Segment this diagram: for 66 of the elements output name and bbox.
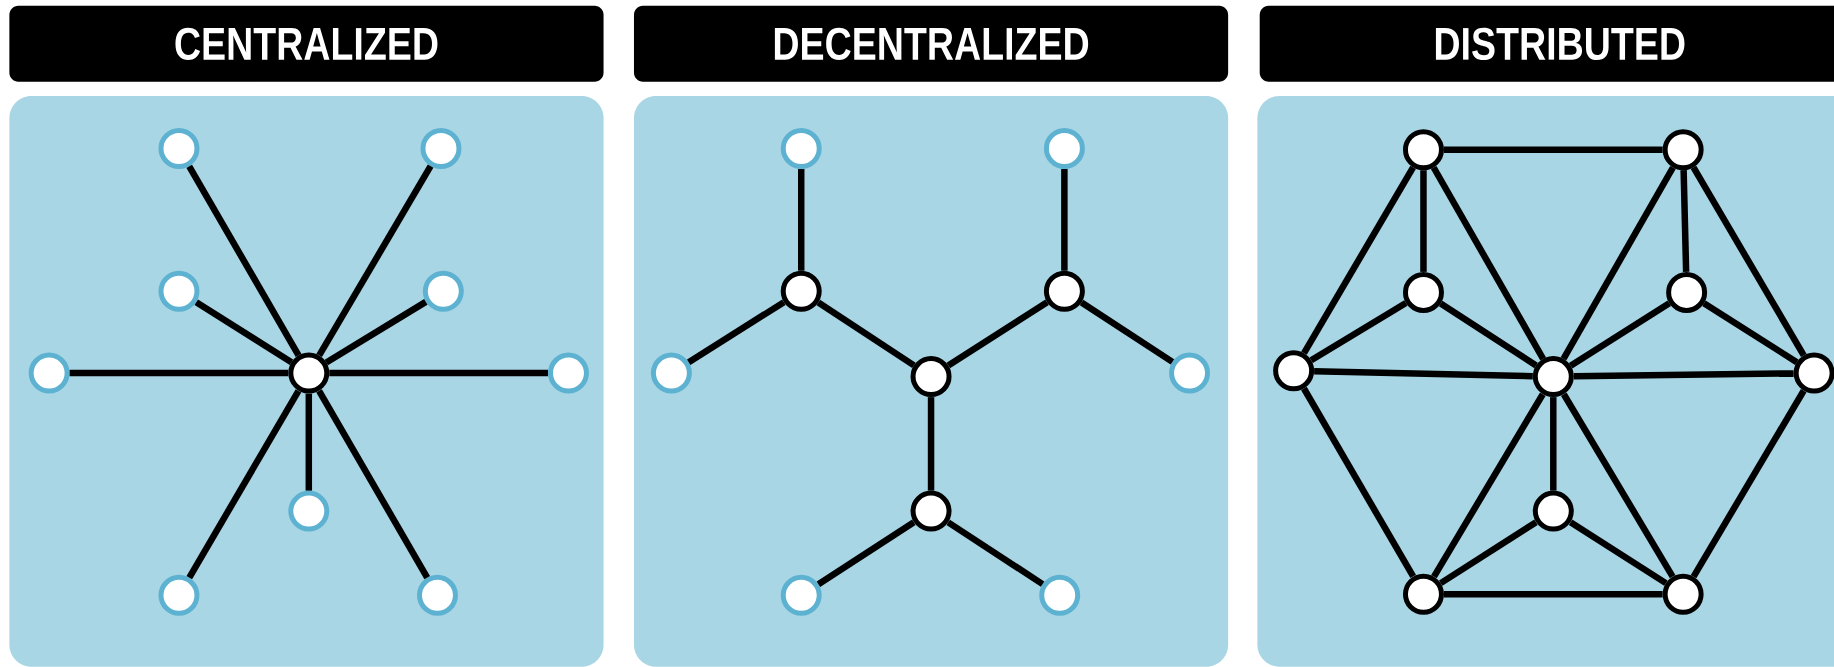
connection-line [816, 519, 916, 587]
network-node [420, 128, 462, 170]
connection-line [69, 369, 289, 377]
connection-line [1568, 519, 1668, 586]
network-node [1273, 350, 1315, 392]
header-bar: DISTRIBUTED [1259, 5, 1834, 82]
network-node [288, 352, 330, 394]
connection-line [687, 299, 786, 365]
connection-line [1309, 300, 1408, 363]
connection-line [1301, 386, 1416, 579]
connection-line [305, 393, 313, 491]
connection-line [1438, 300, 1538, 369]
connection-line [946, 519, 1045, 587]
network-node [158, 270, 200, 312]
network-node [1402, 129, 1444, 171]
connection-line [1443, 146, 1663, 153]
connection-line [1430, 165, 1546, 361]
network-node [1532, 490, 1574, 532]
connection-line [316, 164, 434, 358]
network-node [28, 352, 70, 394]
network-node [780, 128, 822, 170]
network-node [780, 270, 822, 312]
network-node [650, 352, 692, 394]
connection-line [1702, 300, 1799, 365]
connection-line [1560, 165, 1676, 361]
connection-line [1690, 165, 1807, 358]
network-node [416, 574, 458, 616]
header-bar: DECENTRALIZED [633, 5, 1229, 82]
connection-line [1690, 389, 1807, 579]
connection-line [186, 389, 302, 580]
network-node [1532, 356, 1574, 398]
panel-background [633, 95, 1229, 667]
connection-line [1443, 590, 1663, 598]
network-node [158, 574, 200, 616]
connection-line [316, 389, 430, 580]
connection-line [194, 299, 294, 365]
network-node [1402, 573, 1444, 615]
connection-line [946, 299, 1049, 369]
network-node [780, 574, 822, 616]
network-node [1169, 352, 1211, 394]
network-node [1662, 573, 1704, 615]
connection-line [1079, 299, 1175, 365]
network-node [1666, 271, 1708, 313]
network-node [910, 356, 952, 398]
network-node [1043, 128, 1085, 170]
connection-line [324, 299, 428, 366]
network-node [1043, 270, 1085, 312]
connection-line [1431, 392, 1546, 579]
network-node [1793, 352, 1834, 394]
network-node [910, 490, 952, 532]
network-node [1039, 574, 1081, 616]
connection-line [1561, 392, 1676, 579]
connection-line [1439, 519, 1538, 586]
header-bar: CENTRALIZED [9, 5, 604, 82]
panel-background [9, 95, 604, 667]
connection-line [186, 164, 302, 357]
network-node [1402, 271, 1444, 313]
connection-line [1573, 370, 1794, 380]
network-node [158, 128, 200, 170]
network-node [422, 270, 464, 312]
network-node [288, 490, 330, 532]
network-node [547, 352, 589, 394]
connection-line [1301, 165, 1416, 355]
connection-line [816, 299, 916, 369]
connection-line [1568, 300, 1672, 369]
network-node [1662, 129, 1704, 171]
